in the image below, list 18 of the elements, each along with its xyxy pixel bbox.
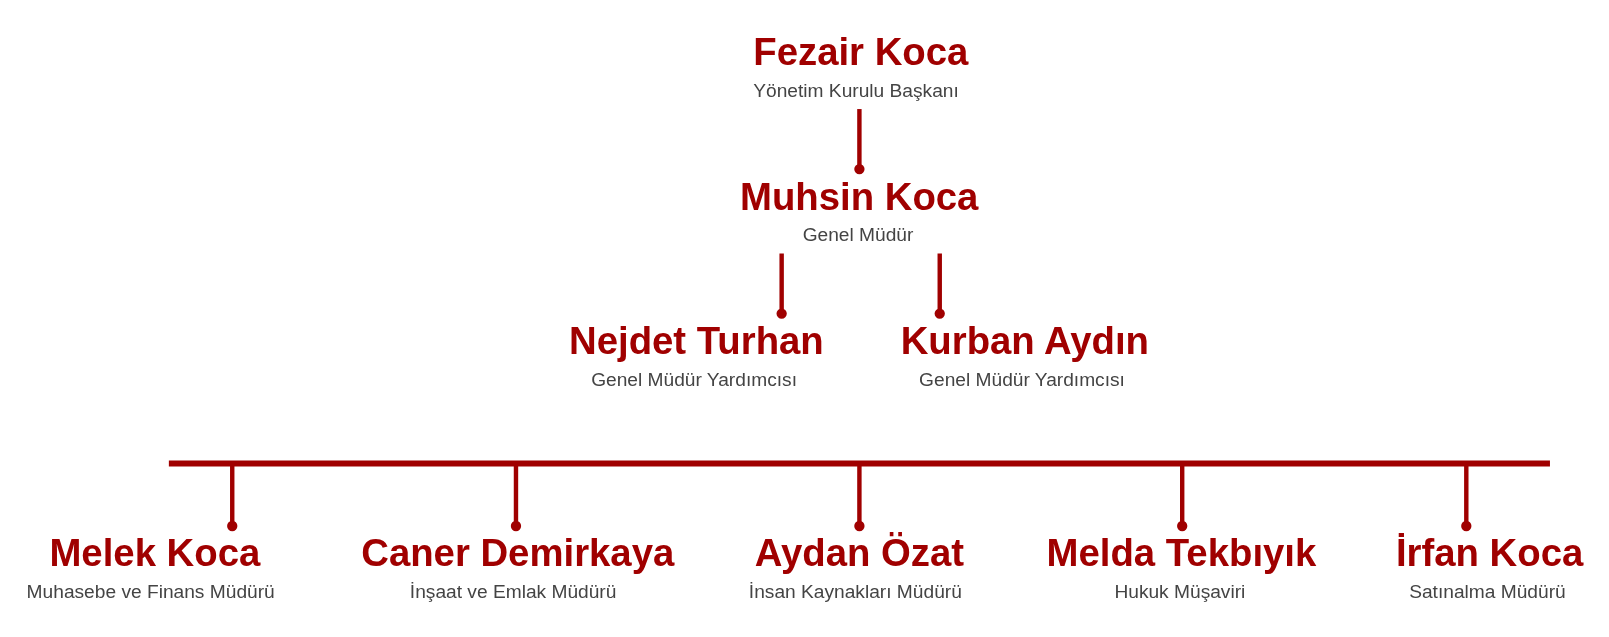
node-text: Aydan Özat İnsan Kaynakları Müdürü	[748, 530, 965, 602]
connector	[854, 108, 865, 174]
node-text: Nejdet Turhan Genel Müdür Yardımcısı	[569, 318, 824, 390]
connector	[510, 465, 522, 531]
node-text: Melda Tekbıyık Hukuk Müşaviri	[1046, 530, 1317, 602]
node-text: Fezair Koca Yönetim Kurulu Başkanı	[753, 29, 969, 101]
connector	[776, 253, 787, 319]
node-text: Kurban Aydın Genel Müdür Yardımcısı	[900, 318, 1149, 390]
connector	[934, 253, 945, 319]
connector	[1461, 465, 1472, 531]
connector	[1177, 465, 1188, 531]
node-bar	[168, 460, 1550, 466]
node-text: Melek Koca Muhasebe ve Finans Müdürü	[26, 530, 275, 602]
node-text: Caner Demirkaya İnşaat ve Emlak Müdürü	[361, 530, 675, 602]
connector	[227, 465, 238, 531]
node-text: İrfan Koca Satınalma Müdürü	[1395, 530, 1584, 602]
connector	[854, 465, 865, 531]
node-text: Muhsin Koca Genel Müdür	[740, 174, 979, 245]
